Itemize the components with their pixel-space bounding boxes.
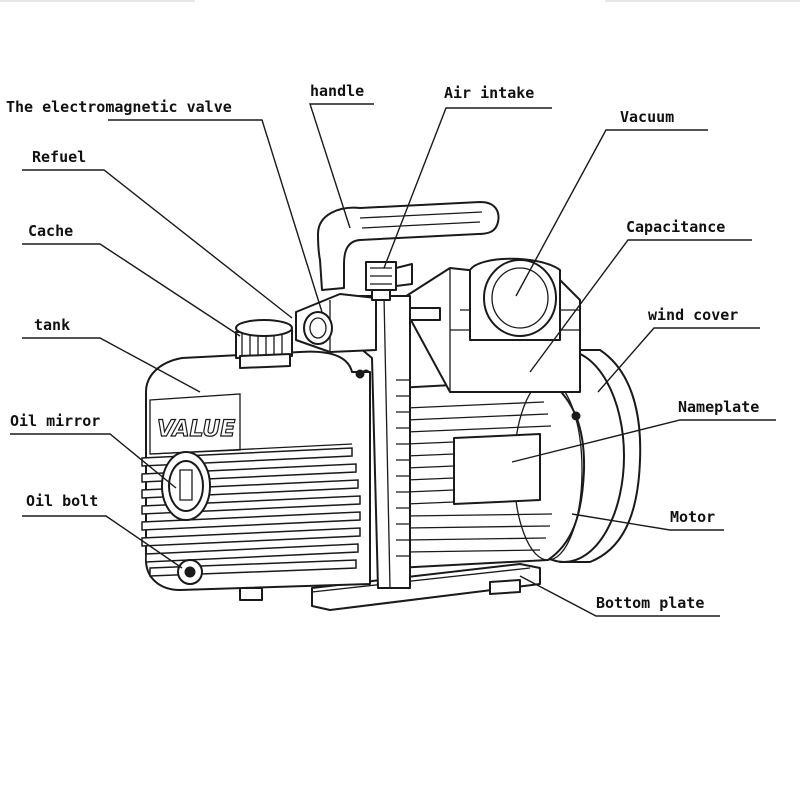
- leader-air-intake: [383, 107, 552, 269]
- pump-illustration: VALUE: [141, 201, 642, 611]
- bottom-plate: [239, 563, 541, 611]
- label-vacuum: Vacuum: [620, 108, 674, 126]
- leader-refuel: [22, 169, 293, 319]
- motor: [395, 379, 586, 569]
- leader-nameplate: [511, 419, 776, 463]
- leader-capacitance: [529, 239, 752, 373]
- oil-tank: VALUE: [141, 350, 371, 591]
- leader-vacuum: [515, 129, 708, 297]
- oil-bolt: [177, 559, 203, 585]
- leader-motor: [571, 513, 724, 531]
- label-tank: tank: [34, 316, 70, 334]
- electromagnetic-valve: [295, 293, 377, 353]
- nameplate-panel: [453, 433, 541, 505]
- cache-cap: [235, 319, 293, 369]
- label-wind-cover: wind cover: [648, 306, 738, 324]
- callout-labels: The electromagnetic valve handle Air int…: [6, 82, 759, 612]
- label-air-intake: Air intake: [444, 84, 534, 102]
- label-oil-bolt: Oil bolt: [26, 492, 98, 510]
- leader-oil-bolt: [22, 515, 183, 569]
- handle: [317, 201, 500, 291]
- label-oil-mirror: Oil mirror: [10, 412, 100, 430]
- oil-mirror: [161, 451, 211, 521]
- leader-oil-mirror: [10, 433, 177, 489]
- leader-cache: [22, 243, 241, 337]
- label-electromagnetic-valve: The electromagnetic valve: [6, 98, 232, 116]
- label-handle: handle: [310, 82, 364, 100]
- label-bottom-plate: Bottom plate: [596, 594, 704, 612]
- leader-bottom-plate: [519, 575, 720, 617]
- vacuum-gauge: [469, 257, 561, 341]
- callout-leaders: [10, 103, 776, 617]
- leader-electromagnetic-valve: [108, 119, 323, 313]
- label-motor: Motor: [670, 508, 715, 526]
- air-intake-fitting: [365, 261, 413, 301]
- leader-tank: [22, 337, 201, 393]
- label-cache: Cache: [28, 222, 73, 240]
- leader-handle: [309, 103, 374, 229]
- label-nameplate: Nameplate: [678, 398, 759, 416]
- motor-screw: [571, 411, 581, 421]
- label-capacitance: Capacitance: [626, 218, 725, 236]
- brand-logo: VALUE: [157, 417, 235, 442]
- label-refuel: Refuel: [32, 148, 86, 166]
- leader-wind-cover: [597, 327, 760, 393]
